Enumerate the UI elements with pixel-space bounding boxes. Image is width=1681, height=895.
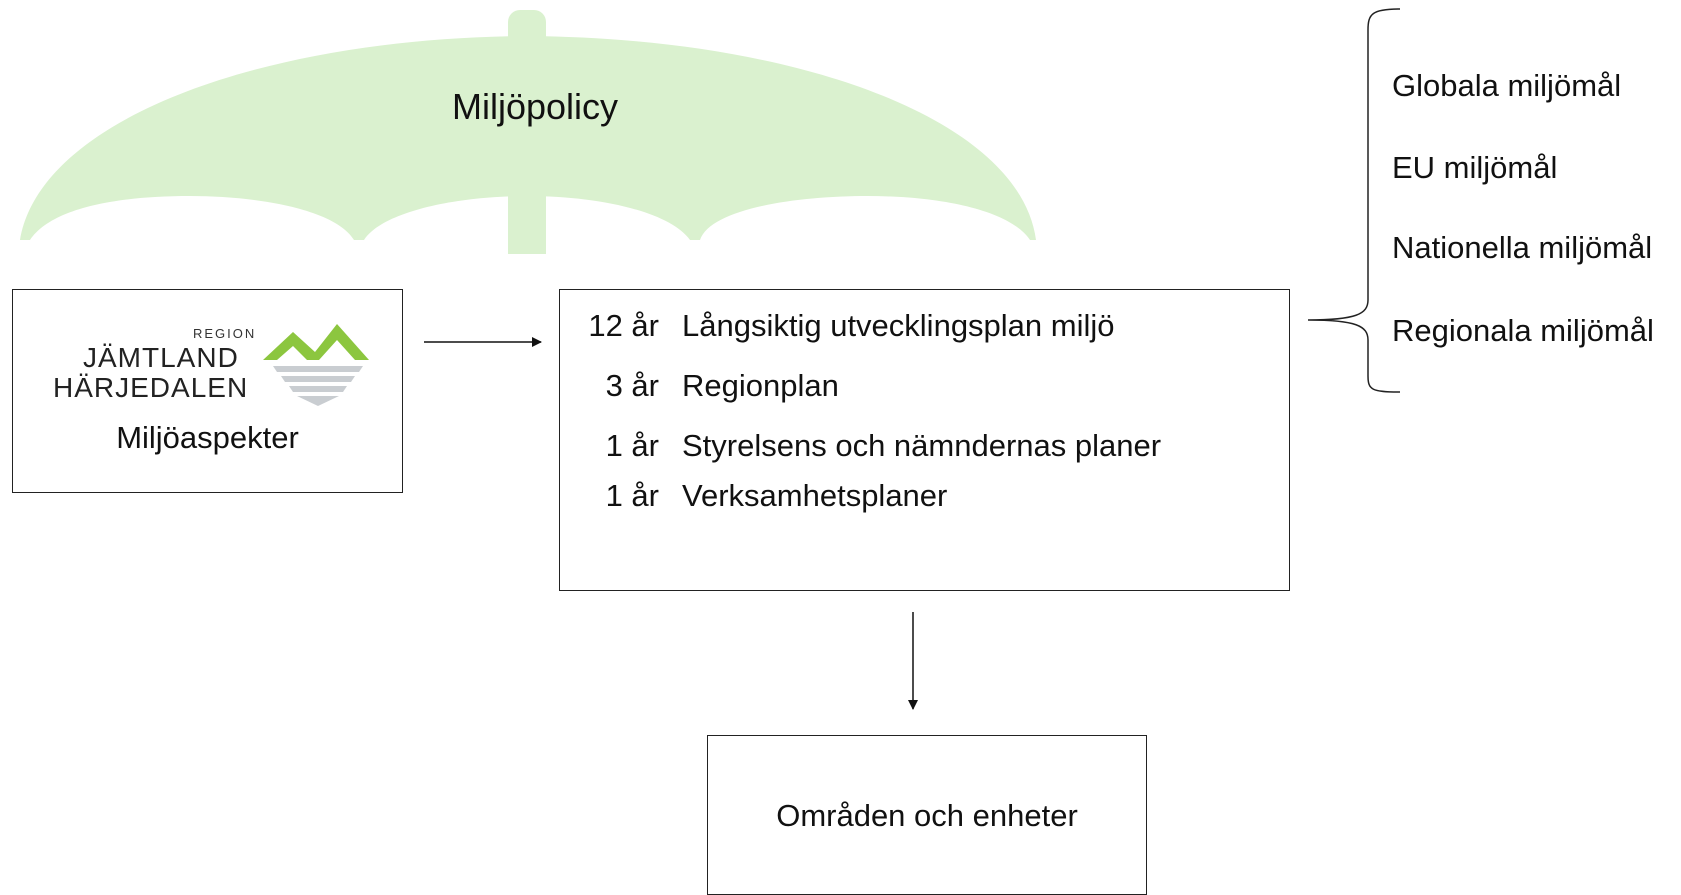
umbrella-title: Miljöpolicy <box>452 86 619 127</box>
plan-row: 1 år Styrelsens och nämndernas planer <box>560 428 1289 468</box>
logo-line-harjedalen: HÄRJEDALEN <box>53 372 249 403</box>
plan-label: Långsiktig utvecklingsplan miljö <box>682 308 1115 343</box>
plan-label: Verksamhetsplaner <box>682 478 948 513</box>
environmental-aspects-box: REGION JÄMTLAND HÄRJEDALEN Miljöaspekter <box>12 289 403 493</box>
curly-brace-icon <box>1307 8 1401 393</box>
environmental-aspects-label: Miljöaspekter <box>116 420 299 455</box>
plan-years: 1 år <box>605 428 659 463</box>
logo-region-text: REGION <box>193 326 257 341</box>
plan-years: 3 år <box>605 368 659 403</box>
goal-item: Regionala miljömål <box>1392 313 1654 348</box>
goal-item: EU miljömål <box>1392 150 1558 185</box>
region-logo: REGION JÄMTLAND HÄRJEDALEN <box>53 308 373 408</box>
goal-item: Globala miljömål <box>1392 68 1622 103</box>
plan-row: 12 år Långsiktig utvecklingsplan miljö <box>560 308 1289 348</box>
areas-and-units-box: Områden och enheter <box>707 735 1147 895</box>
plan-label: Styrelsens och nämndernas planer <box>682 428 1162 463</box>
plan-label: Regionplan <box>682 368 839 403</box>
plan-years: 1 år <box>605 478 659 513</box>
umbrella-shape <box>20 10 1036 254</box>
plan-row: 3 år Regionplan <box>560 368 1289 408</box>
goal-item: Nationella miljömål <box>1392 230 1653 265</box>
logo-line-jamtland: JÄMTLAND <box>83 342 239 373</box>
plan-row: 1 år Verksamhetsplaner <box>560 478 1289 518</box>
plans-box: 12 år Långsiktig utvecklingsplan miljö 3… <box>559 289 1290 591</box>
plan-years: 12 år <box>588 308 659 343</box>
mountain-icon <box>263 324 369 406</box>
areas-and-units-label: Områden och enheter <box>776 798 1078 833</box>
